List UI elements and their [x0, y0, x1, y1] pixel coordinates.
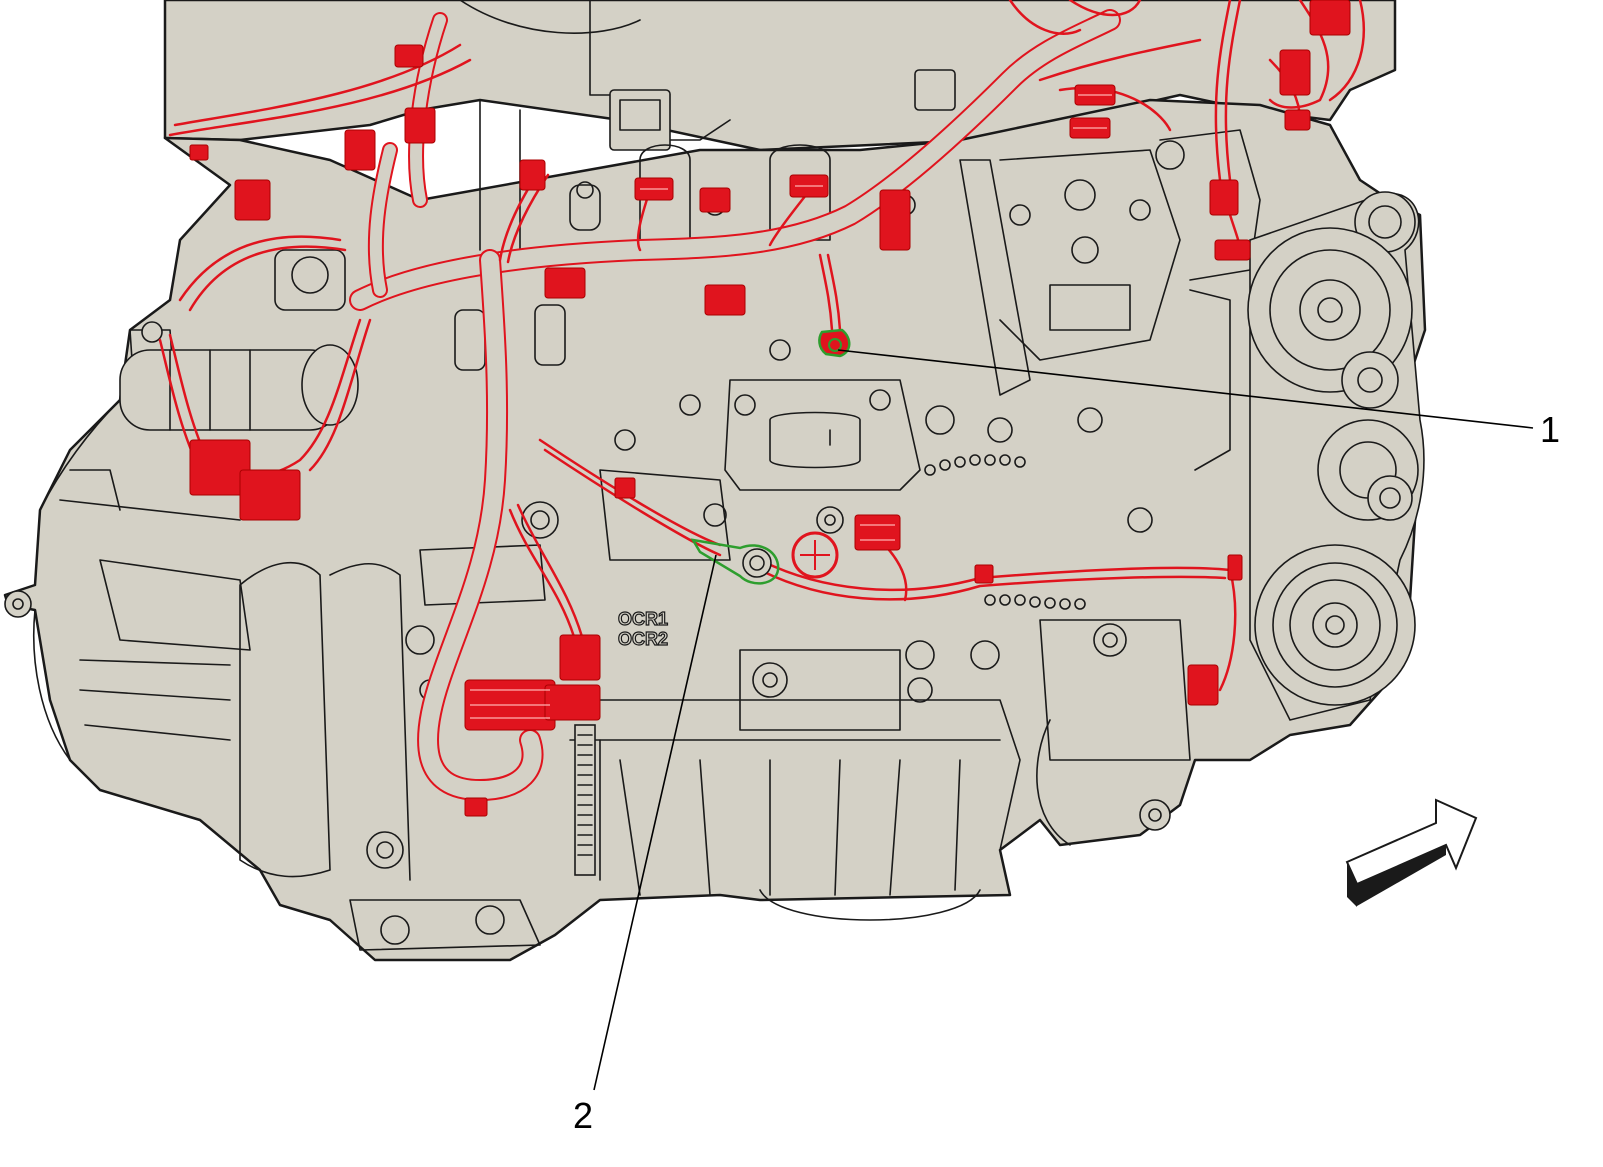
block-details [559, 339, 1086, 921]
connector [614, 477, 636, 499]
connector [464, 797, 488, 817]
connector [394, 44, 424, 68]
stamp-line-1: OCR1 [618, 609, 668, 629]
connector [1209, 179, 1239, 216]
ground-terminals [690, 328, 851, 585]
connector [344, 129, 376, 171]
connector [879, 189, 911, 251]
ground-terminal-1 [818, 328, 851, 358]
engine-silhouette [3, 98, 1427, 962]
connector [544, 267, 586, 299]
stamp-line-2: OCR2 [618, 629, 668, 649]
connector [404, 107, 436, 144]
intake-details [454, 0, 956, 371]
connector [1187, 664, 1219, 706]
connector [189, 439, 251, 496]
connector [234, 179, 271, 221]
connector [854, 514, 901, 551]
front-cover [959, 129, 1261, 846]
callout-leader-2 [593, 554, 717, 1091]
connector [239, 469, 301, 521]
timing-chain [924, 454, 1086, 610]
direction-arrow-icon [1345, 798, 1478, 907]
connector [1214, 239, 1251, 261]
connector [189, 144, 209, 161]
connector [1309, 0, 1351, 36]
callouts: 1 2 [573, 349, 1560, 1136]
connector [1284, 109, 1311, 131]
callout-leader-1 [837, 349, 1534, 429]
callout-label-2: 2 [573, 1095, 593, 1136]
callout-label-1: 1 [1540, 409, 1560, 450]
wiring-harness [158, 0, 1365, 817]
ground-terminal-2 [690, 538, 780, 585]
block-stamp: OCR1 OCR2 [617, 608, 668, 649]
connector [559, 634, 601, 681]
connector [1279, 49, 1311, 96]
connector [544, 684, 601, 721]
accessory-drive [1247, 191, 1425, 721]
connector [974, 564, 994, 584]
connector [1227, 554, 1243, 581]
idler-pulley [1341, 351, 1399, 409]
connector [699, 187, 731, 213]
connector [519, 159, 546, 191]
connector [704, 284, 746, 316]
